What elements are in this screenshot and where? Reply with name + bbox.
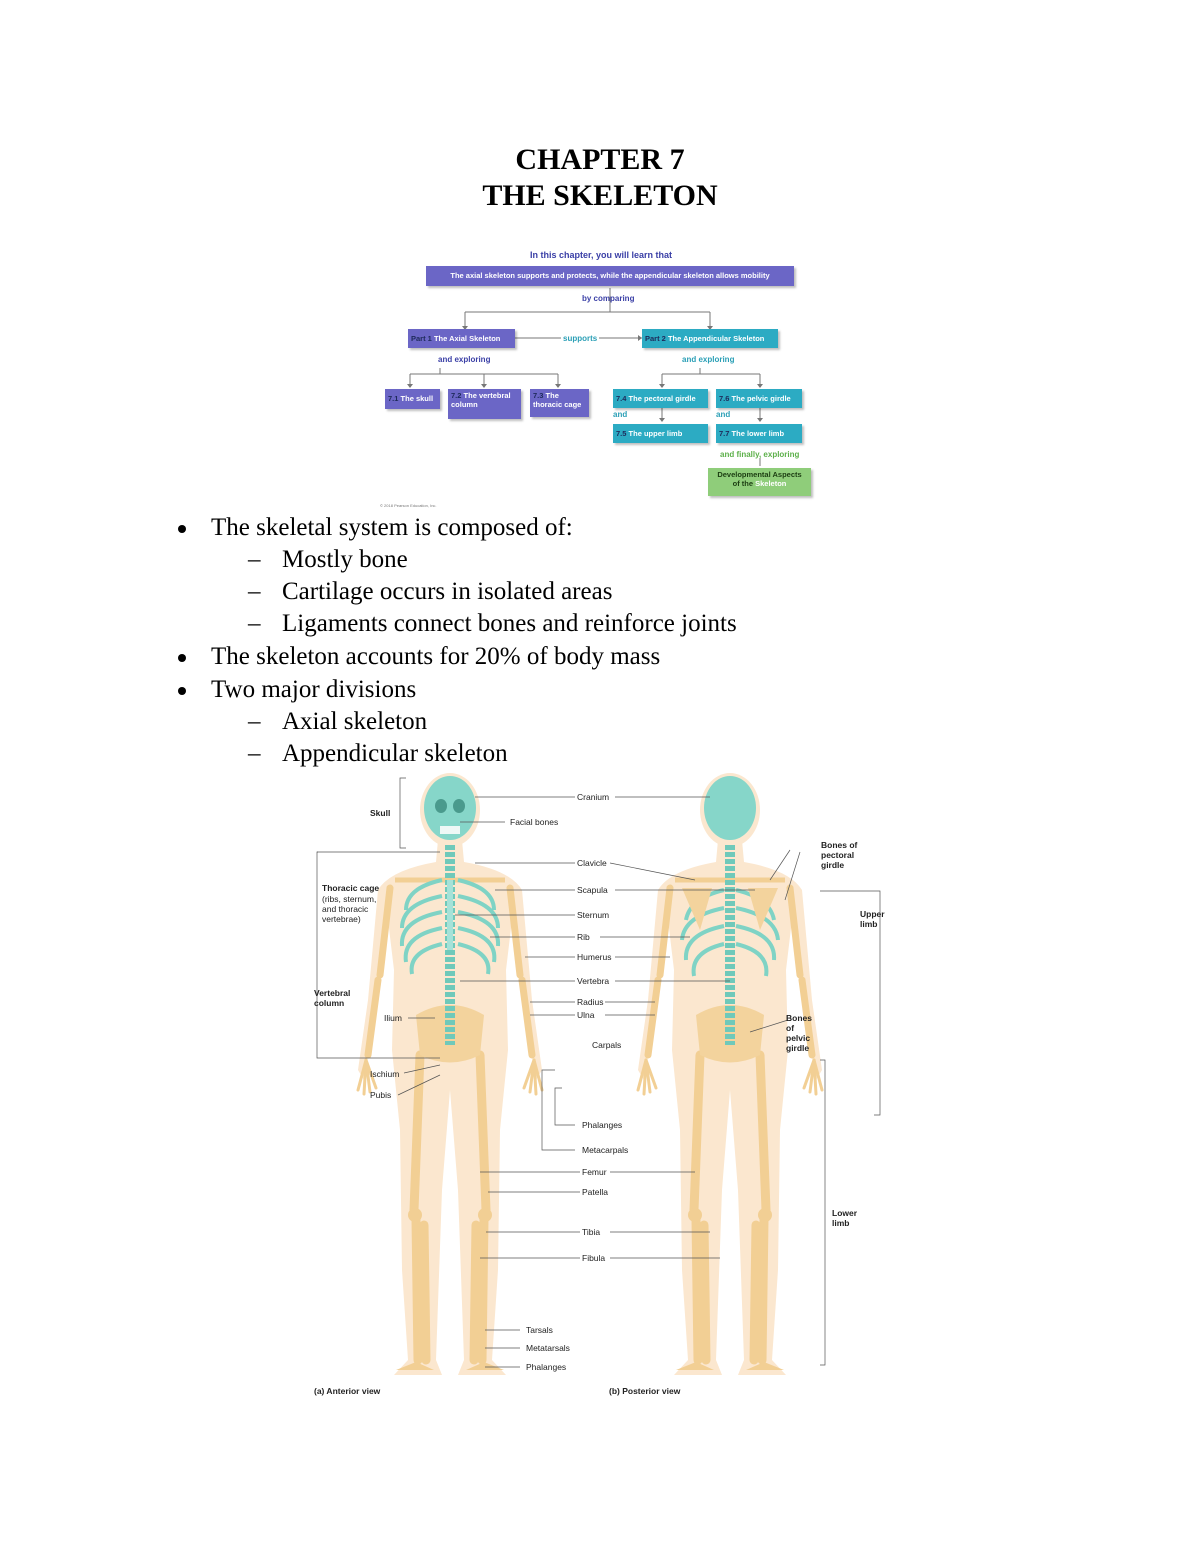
section-7-1-box: 7.1 The skull bbox=[385, 389, 440, 409]
list-item-text: Two major divisions bbox=[211, 676, 417, 703]
label-rib: Rib bbox=[577, 932, 590, 942]
label-cranium: Cranium bbox=[577, 792, 610, 802]
part1-label: The Axial Skeleton bbox=[433, 334, 501, 343]
section-7-2-label: The vertebral column bbox=[451, 391, 511, 409]
part2-tag: Part 2 bbox=[645, 334, 666, 343]
chapter-title: THE SKELETON bbox=[482, 179, 718, 212]
label-thoracic-cage: Thoracic cage bbox=[322, 883, 380, 893]
label-clavicle: Clavicle bbox=[577, 858, 607, 868]
dash-marker: – bbox=[248, 578, 261, 605]
label-vertebral-column: Vertebral column bbox=[314, 988, 351, 1008]
and-label-2: and bbox=[716, 410, 731, 419]
skeleton-figure: Skull Cranium Facial bones Clavicle Scap… bbox=[300, 770, 900, 1410]
section-7-7-number: 7.7 bbox=[719, 429, 730, 438]
section-7-7-label: The lower limb bbox=[731, 429, 785, 438]
sub-list-item-text: Cartilage occurs in isolated areas bbox=[282, 578, 613, 605]
label-pubis: Pubis bbox=[370, 1090, 392, 1100]
concept-map-main-box: The axial skeleton supports and protects… bbox=[426, 266, 794, 286]
developmental-aspects-of-the: of the bbox=[732, 479, 754, 488]
section-7-5-box: 7.5 The upper limb bbox=[613, 424, 708, 443]
section-7-2-box: 7.2 The vertebral column bbox=[448, 389, 521, 419]
section-7-4-label: The pectoral girdle bbox=[628, 394, 696, 403]
concept-map-heading: In this chapter, you will learn that bbox=[530, 250, 673, 260]
label-bones-pelvic-girdle: Bones of pelvic girdle bbox=[786, 1013, 812, 1053]
section-7-2-number: 7.2 bbox=[451, 391, 462, 400]
copyright-note: © 2018 Pearson Education, Inc. bbox=[380, 503, 437, 508]
section-7-6-box: 7.6 The pelvic girdle bbox=[716, 389, 802, 408]
label-tarsals: Tarsals bbox=[526, 1325, 553, 1335]
section-7-5-number: 7.5 bbox=[616, 429, 627, 438]
label-phalanges-hand: Phalanges bbox=[582, 1120, 623, 1130]
part2-label: The Appendicular Skeleton bbox=[667, 334, 765, 343]
label-vertebra: Vertebra bbox=[577, 976, 610, 986]
label-humerus: Humerus bbox=[577, 952, 612, 962]
concept-map: In this chapter, you will learn that The… bbox=[380, 244, 820, 514]
developmental-aspects-line2: of the Skeleton bbox=[711, 479, 808, 488]
dash-marker: – bbox=[248, 546, 261, 573]
developmental-aspects-box: Developmental Aspects of the Skeleton bbox=[708, 468, 811, 496]
list-item-text: The skeleton accounts for 20% of body ma… bbox=[211, 643, 661, 670]
label-upper-limb: Upper limb bbox=[860, 909, 885, 929]
section-7-3-label: The thoracic cage bbox=[533, 391, 582, 409]
sub-list-item-text: Axial skeleton bbox=[282, 708, 428, 735]
label-bones-pectoral-girdle: Bones of pectoral girdle bbox=[821, 840, 858, 870]
label-ulna: Ulna bbox=[577, 1010, 595, 1020]
section-7-3-box: 7.3 The thoracic cage bbox=[530, 389, 589, 417]
part1-box: Part 1 The Axial Skeleton bbox=[408, 329, 515, 348]
supports-label: supports bbox=[561, 334, 600, 343]
section-7-5-label: The upper limb bbox=[628, 429, 683, 438]
label-carpals: Carpals bbox=[592, 1040, 622, 1050]
caption-posterior-view: (b) Posterior view bbox=[609, 1386, 681, 1396]
sub-list-item-text: Appendicular skeleton bbox=[282, 740, 508, 767]
section-7-7-box: 7.7 The lower limb bbox=[716, 424, 802, 443]
label-tibia: Tibia bbox=[582, 1227, 601, 1237]
developmental-aspects-line1: Developmental Aspects bbox=[717, 470, 802, 479]
label-skull: Skull bbox=[370, 808, 391, 818]
section-7-4-number: 7.4 bbox=[616, 394, 627, 403]
dash-marker: – bbox=[248, 610, 261, 637]
and-exploring-axial: and exploring bbox=[438, 355, 491, 364]
and-exploring-appendicular: and exploring bbox=[682, 355, 735, 364]
label-metatarsals: Metatarsals bbox=[526, 1343, 570, 1353]
label-sternum: Sternum bbox=[577, 910, 610, 920]
label-scapula: Scapula bbox=[577, 885, 608, 895]
section-7-3-number: 7.3 bbox=[533, 391, 544, 400]
by-comparing-label: by comparing bbox=[582, 294, 635, 303]
sub-list-item-text: Mostly bone bbox=[282, 546, 408, 573]
label-fibula: Fibula bbox=[582, 1253, 606, 1263]
label-lower-limb: Lower limb bbox=[832, 1208, 858, 1228]
list-item-text: The skeletal system is composed of: bbox=[211, 514, 573, 541]
sub-list-item-text: Ligaments connect bones and reinforce jo… bbox=[282, 610, 737, 637]
section-7-6-number: 7.6 bbox=[719, 394, 730, 403]
label-femur: Femur bbox=[582, 1167, 607, 1177]
label-ischium: Ischium bbox=[370, 1069, 400, 1079]
label-radius: Radius bbox=[577, 997, 604, 1007]
label-metacarpals: Metacarpals bbox=[582, 1145, 629, 1155]
dash-marker: – bbox=[248, 708, 261, 735]
section-7-6-label: The pelvic girdle bbox=[731, 394, 791, 403]
skeleton-illustration bbox=[316, 770, 881, 1410]
label-facial-bones: Facial bones bbox=[510, 817, 559, 827]
part2-box: Part 2 The Appendicular Skeleton bbox=[642, 329, 778, 348]
and-label-1: and bbox=[613, 410, 628, 419]
and-finally-exploring: and finally, exploring bbox=[720, 450, 800, 459]
label-patella: Patella bbox=[582, 1187, 608, 1197]
part1-tag: Part 1 bbox=[411, 334, 432, 343]
section-7-1-label: The skull bbox=[400, 394, 434, 403]
caption-anterior-view: (a) Anterior view bbox=[314, 1386, 381, 1396]
label-ilium: Ilium bbox=[384, 1013, 402, 1023]
chapter-number: CHAPTER 7 bbox=[515, 143, 685, 176]
label-phalanges-foot: Phalanges bbox=[526, 1362, 567, 1372]
label-thoracic-cage-detail: (ribs, sternum, and thoracic vertebrae) bbox=[322, 894, 377, 924]
section-7-4-box: 7.4 The pectoral girdle bbox=[613, 389, 708, 408]
section-7-1-number: 7.1 bbox=[388, 394, 399, 403]
dash-marker: – bbox=[248, 740, 261, 767]
developmental-aspects-skeleton: Skeleton bbox=[755, 479, 787, 488]
